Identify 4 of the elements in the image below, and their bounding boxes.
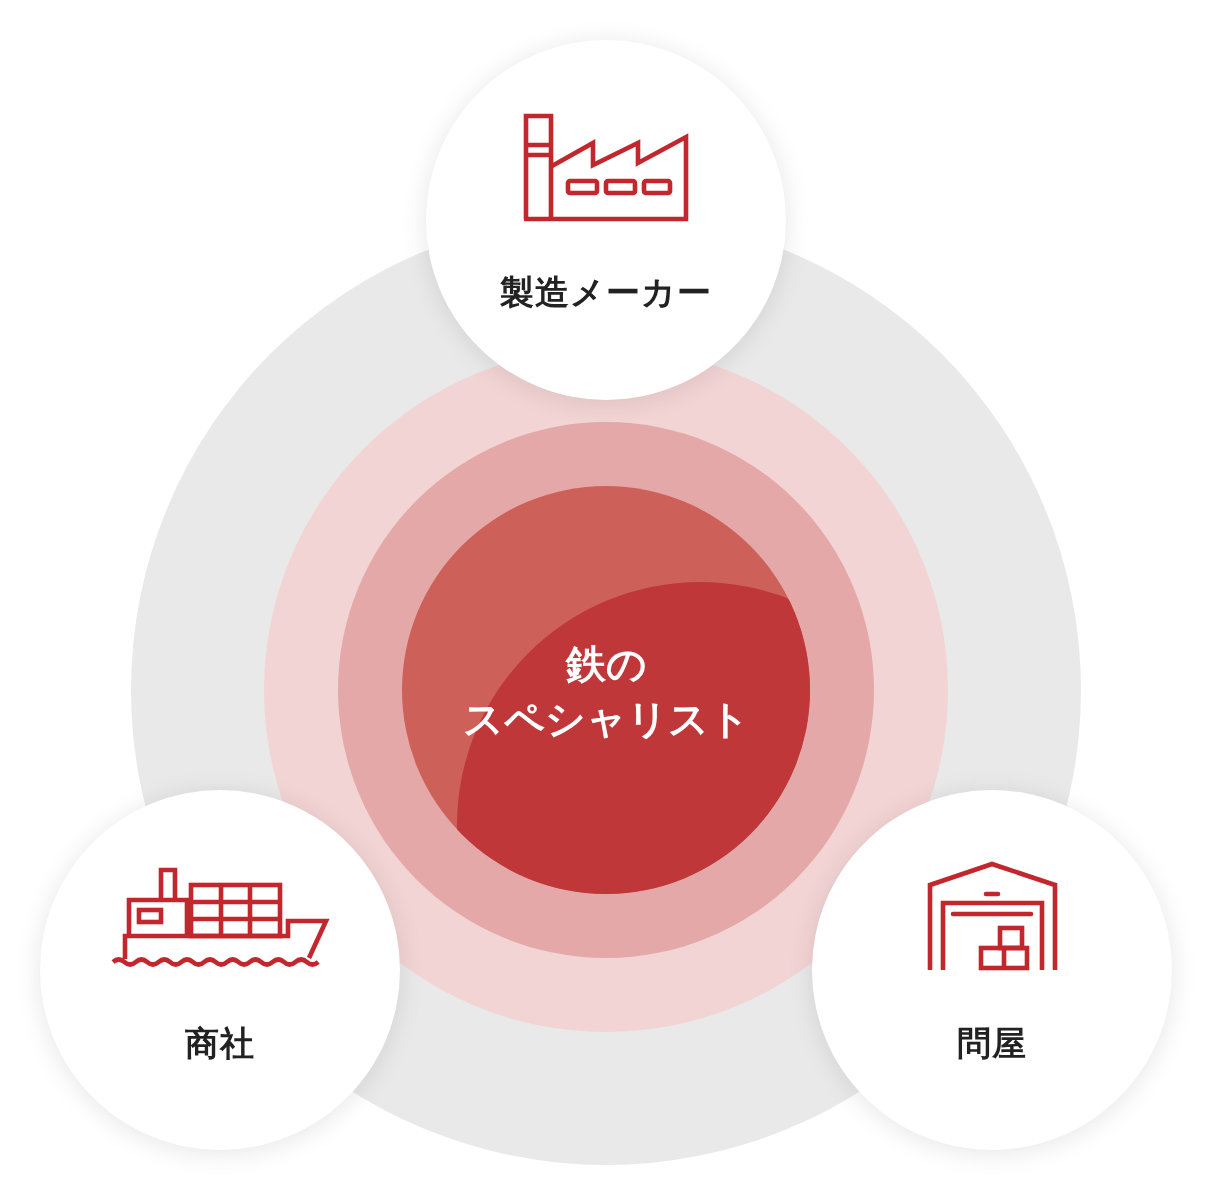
category-label: 商社 [185,1023,255,1063]
category-label: 製造メーカー [500,272,712,312]
center-title: 鉄のスペシャリスト [461,640,751,744]
category-label: 問屋 [957,1023,1027,1063]
